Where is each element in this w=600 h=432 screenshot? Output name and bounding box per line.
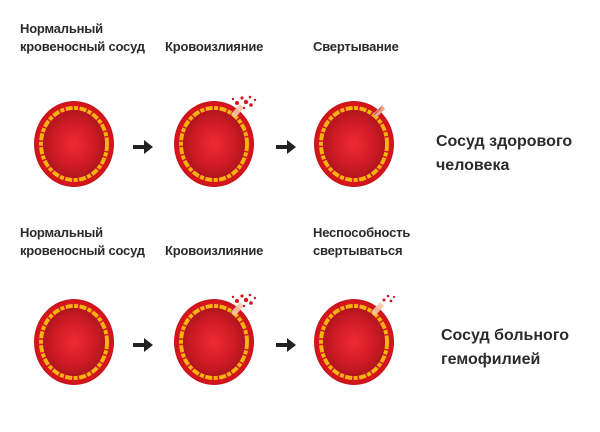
vessel-bleeding — [172, 293, 257, 387]
vessel-clotted — [312, 99, 396, 189]
healthy-caption: Сосуд здорового человека — [436, 133, 573, 174]
vessel-normal — [32, 99, 116, 189]
hemophilia-vessel-row: Нормальный кровеносный сосуд Кровоизлиян… — [0, 210, 600, 420]
vessel-normal — [32, 297, 116, 387]
healthy-vessel-row: Нормальный кровеносный сосуд Кровоизлиян… — [0, 0, 600, 210]
stage-label-normal: Нормальный кровеносный сосуд — [20, 21, 145, 54]
stage-label-no-clotting: Неспособность свертываться — [313, 225, 411, 258]
stage-label-bleeding: Кровоизлияние — [165, 243, 264, 258]
stage-label-normal: Нормальный кровеносный сосуд — [20, 225, 145, 258]
arrow-right-icon — [133, 338, 153, 352]
arrow-right-icon — [276, 338, 296, 352]
hemophilia-caption: Сосуд больного гемофилией — [441, 327, 570, 368]
arrow-right-icon — [276, 140, 296, 154]
vessel-bleeding — [172, 95, 257, 189]
stage-label-bleeding: Кровоизлияние — [165, 39, 264, 54]
stage-label-clotting: Свертывание — [313, 39, 399, 54]
vessel-still-bleeding — [312, 294, 396, 387]
arrow-right-icon — [133, 140, 153, 154]
